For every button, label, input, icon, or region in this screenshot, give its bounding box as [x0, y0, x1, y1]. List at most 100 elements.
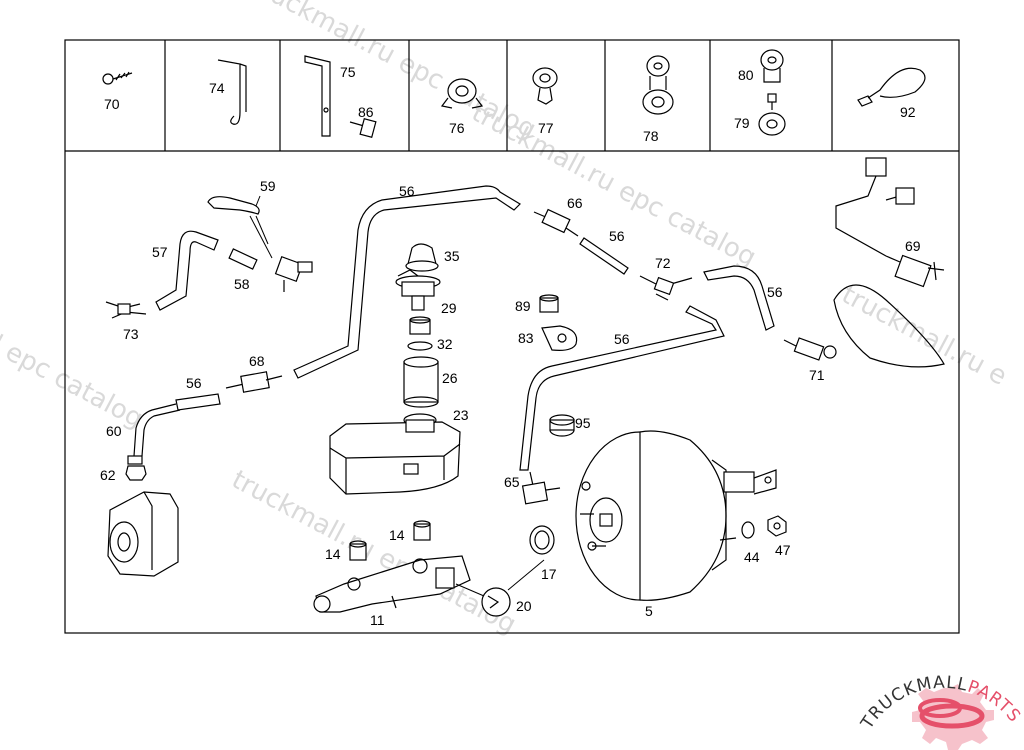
label-58: 58 — [234, 276, 250, 292]
label-17: 17 — [541, 566, 557, 582]
label-72: 72 — [655, 255, 671, 271]
label-95: 95 — [575, 415, 591, 431]
label-62: 62 — [100, 467, 116, 483]
reservoir-23-icon — [329, 413, 461, 495]
label-14a: 14 — [325, 546, 341, 562]
connector-68-icon — [225, 371, 283, 393]
clip-79-icon — [758, 93, 786, 136]
truckmallparts-logo: TRUCKMALLPARTS — [857, 673, 1024, 750]
label-56e: 56 — [186, 375, 202, 391]
wrench-20-icon — [455, 559, 545, 617]
cable-tie-92-icon — [857, 67, 926, 107]
label-92: 92 — [900, 104, 916, 120]
label-71: 71 — [809, 367, 825, 383]
label-23: 23 — [453, 407, 469, 423]
fitting-83-icon — [541, 325, 578, 351]
label-89: 89 — [515, 298, 531, 314]
label-73: 73 — [123, 326, 139, 342]
check-valve-icon — [274, 256, 313, 292]
watermark-center: truckmall.ru epc catalog — [467, 98, 761, 273]
label-79: 79 — [734, 115, 750, 131]
label-56b: 56 — [609, 228, 625, 244]
label-60: 60 — [106, 423, 122, 439]
label-66: 66 — [567, 195, 583, 211]
label-57: 57 — [152, 244, 168, 260]
label-74: 74 — [209, 80, 225, 96]
clip-77-icon — [532, 67, 558, 105]
label-29: 29 — [441, 300, 457, 316]
fitting-89-icon — [539, 294, 559, 313]
bracket-75-icon — [304, 55, 331, 137]
connector-66-icon — [533, 208, 579, 237]
bracket-74-icon — [217, 59, 247, 125]
label-20: 20 — [516, 598, 532, 614]
cap-14b-icon — [413, 520, 431, 541]
caliper-housing-icon — [107, 491, 179, 577]
fitting-65-icon — [521, 471, 561, 505]
nut-47-icon — [767, 515, 787, 537]
accessory-label-group: 70 74 75 86 76 77 78 80 79 92 — [104, 64, 916, 144]
brake-booster-5-icon — [575, 430, 777, 601]
hose-56-top-icon — [293, 185, 521, 379]
label-86: 86 — [358, 104, 374, 120]
leader-lines — [255, 195, 269, 245]
label-69: 69 — [905, 238, 921, 254]
pipe-60-icon — [133, 403, 181, 457]
double-clip-78-icon — [642, 55, 674, 115]
watermark-left: l epc catalog — [0, 330, 148, 435]
main-parts — [105, 157, 945, 617]
clip-80-icon — [760, 49, 784, 83]
label-68: 68 — [249, 353, 265, 369]
accessory-cell-dividers — [164, 40, 833, 151]
watermark-right: truckmall.ru e — [837, 280, 1012, 392]
label-59: 59 — [260, 178, 276, 194]
label-44: 44 — [744, 549, 760, 565]
seal-32-icon — [407, 316, 433, 351]
cap-14a-icon — [349, 540, 367, 561]
seal-17-icon — [529, 525, 555, 555]
cap-35-icon — [405, 243, 439, 272]
hose-56-left-icon — [175, 393, 221, 411]
accessory-parts — [102, 49, 926, 139]
label-32: 32 — [437, 336, 453, 352]
label-35: 35 — [444, 248, 460, 264]
hose-57-icon — [155, 230, 219, 311]
filter-26-icon — [403, 356, 439, 408]
label-14b: 14 — [389, 527, 405, 543]
label-77: 77 — [538, 120, 554, 136]
label-76: 76 — [449, 120, 465, 136]
master-cylinder-11-icon — [313, 555, 471, 613]
label-56a: 56 — [399, 183, 415, 199]
hose-56-right-icon — [703, 265, 775, 331]
label-80: 80 — [738, 67, 754, 83]
diagram-frame — [64, 39, 960, 634]
screw-70-icon — [102, 71, 133, 85]
brake-disc-icon — [833, 284, 945, 368]
label-65: 65 — [504, 474, 520, 490]
strainer-29-icon — [395, 269, 441, 311]
connector-71-icon — [783, 337, 837, 361]
sensor-harness-69-icon — [835, 157, 945, 288]
label-11: 11 — [370, 612, 385, 628]
connector-58-icon — [228, 215, 273, 270]
label-56c: 56 — [767, 284, 783, 300]
main-label-group: 59 56 66 56 57 58 35 72 56 69 29 89 73 3… — [100, 178, 921, 628]
label-5: 5 — [645, 603, 653, 619]
hose-56-long-icon — [519, 305, 725, 471]
grommet-95-icon — [549, 414, 575, 437]
washer-44-icon — [741, 521, 755, 539]
hose-59-icon — [207, 196, 260, 215]
tee-connector-73-icon — [105, 301, 147, 319]
bolt-86-icon — [349, 117, 377, 139]
connector-72-icon — [639, 275, 693, 301]
clamp-76-icon — [440, 78, 484, 109]
fitting-62-icon — [125, 455, 147, 481]
label-83: 83 — [518, 330, 534, 346]
label-26: 26 — [442, 370, 458, 386]
hose-56-short-icon — [579, 237, 629, 275]
label-47: 47 — [775, 542, 791, 558]
label-78: 78 — [643, 128, 659, 144]
label-75: 75 — [340, 64, 356, 80]
label-56d: 56 — [614, 331, 630, 347]
